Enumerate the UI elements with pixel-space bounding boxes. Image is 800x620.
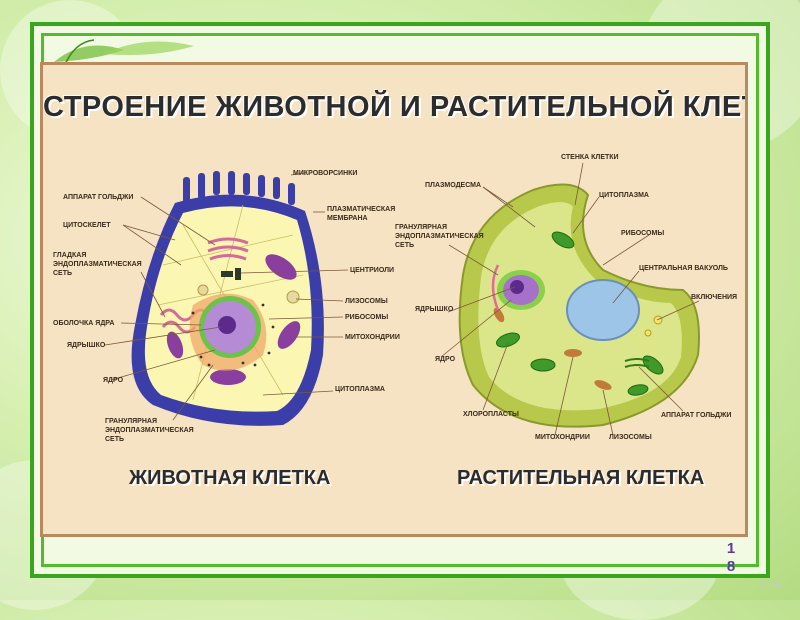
plant-golgi (624, 358, 650, 368)
label-plant-rough-er: ГРАНУЛЯРНАЯ ЭНДОПЛАЗМАТИЧЕСКАЯ СЕТЬ (395, 224, 484, 249)
animal-lysosome (286, 290, 300, 304)
page-number: 18 (726, 540, 736, 575)
label-animal-nucleus: ЯДРО (103, 377, 124, 384)
plant-rough-er (491, 264, 500, 311)
label-animal-nucleolus: ЯДРЫШКО (67, 342, 106, 349)
label-animal-golgi: АППАРАТ ГОЛЬДЖИ (63, 194, 134, 201)
animal-cell (104, 171, 349, 426)
label-plant-central-vacuole: ЦЕНТРАЛЬНАЯ ВАКУОЛЬ (639, 265, 728, 272)
label-plant-lysosomes: ЛИЗОСОМЫ (609, 434, 652, 441)
plant-central-vacuole (566, 279, 640, 341)
label-plant-chloroplasts: ХЛОРОПЛАСТЫ (463, 411, 519, 418)
animal-mitochondrion (210, 369, 246, 385)
animal-golgi (207, 237, 249, 261)
label-animal-smooth-er: ГЛАДКАЯ ЭНДОПЛАЗМАТИЧЕСКАЯ СЕТЬ (53, 252, 142, 277)
author-credit: Б.Т.В. (760, 580, 784, 590)
label-animal-lysosomes: ЛИЗОСОМЫ (345, 298, 388, 305)
label-animal-centrioles: ЦЕНТРИОЛИ (350, 267, 395, 274)
label-plant-mitochondria: МИТОХОНДРИИ (535, 434, 590, 441)
label-plant-ribosomes: РИБОСОМЫ (621, 230, 665, 237)
plant-cell-title: РАСТИТЕЛЬНАЯ КЛЕТКА (457, 467, 705, 489)
animal-leader-lines (104, 172, 349, 421)
label-animal-ribosomes: РИБОСОМЫ (345, 314, 389, 321)
label-plant-nucleus: ЯДРО (435, 356, 456, 363)
animal-ribosomes (191, 303, 275, 367)
animal-cell-title: ЖИВОТНАЯ КЛЕТКА (129, 467, 331, 489)
label-plant-plasmodesma: ПЛАЗМОДЕСМА (425, 182, 482, 189)
animal-mitochondrion (166, 331, 184, 359)
label-plant-cell-wall: СТЕНКА КЛЕТКИ (561, 154, 619, 161)
poster-title: СТРОЕНИЕ ЖИВОТНОЙ И РАСТИТЕЛЬНОЙ КЛЕТОК (43, 91, 748, 123)
plant-inclusions (644, 315, 663, 337)
label-plant-nucleolus: ЯДРЫШКО (415, 306, 454, 313)
animal-centriole (235, 268, 241, 280)
label-plant-golgi: АППАРАТ ГОЛЬДЖИ (661, 412, 732, 419)
plant-mitochondria (493, 307, 612, 390)
label-plant-cytoplasm: ЦИТОПЛАЗМА (599, 192, 649, 199)
label-animal-cytoplasm: ЦИТОПЛАЗМА (335, 386, 385, 393)
plant-leader-lines (440, 162, 700, 436)
label-animal-plasma-membrane: ПЛАЗМАТИЧЕСКАЯ МЕМБРАНА (327, 206, 396, 222)
label-animal-microvilli: МИКРОВОРСИНКИ (293, 170, 358, 177)
plant-cell (440, 162, 700, 436)
label-animal-nuclear-envelope: ОБОЛОЧКА ЯДРА (53, 320, 115, 327)
label-animal-rough-er: ГРАНУЛЯРНАЯ ЭНДОПЛАЗМАТИЧЕСКАЯ СЕТЬ (105, 418, 194, 443)
plant-nucleolus (510, 280, 524, 294)
animal-mitochondrion (277, 321, 301, 349)
label-animal-cytoskeleton: ЦИТОСКЕЛЕТ (63, 222, 111, 229)
label-animal-mitochondria: МИТОХОНДРИИ (345, 334, 400, 341)
animal-mitochondrion (265, 254, 297, 280)
label-plant-inclusions: ВКЛЮЧЕНИЯ (691, 294, 738, 301)
cells-illustration (104, 162, 700, 436)
animal-microvilli (183, 171, 295, 205)
animal-nucleolus (218, 316, 236, 334)
animal-centriole (221, 271, 233, 277)
animal-lysosome (197, 284, 209, 296)
poster: СТРОЕНИЕ ЖИВОТНОЙ И РАСТИТЕЛЬНОЙ КЛЕТОК (40, 62, 748, 537)
plant-chloroplasts (496, 231, 664, 396)
